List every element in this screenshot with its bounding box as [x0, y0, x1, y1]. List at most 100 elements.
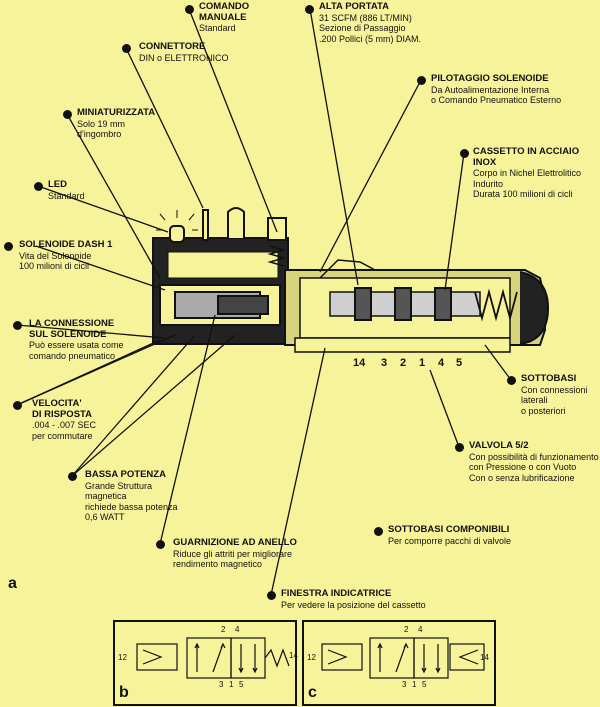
callout-text: comando pneumatico	[29, 350, 116, 361]
callout-title: MINIATURIZZATA	[77, 107, 156, 118]
callout-text: Per comporre pacchi di valvole	[388, 535, 512, 546]
port-label: 14	[353, 357, 366, 369]
schematic-port-label: 4	[418, 625, 423, 634]
callout-title: SUL SOLENOIDE	[29, 328, 107, 340]
callout-title: FINESTRA INDICATRICE	[281, 588, 392, 599]
leader-lines	[16, 8, 512, 596]
callout-text: 100 milioni di cicli	[19, 261, 90, 271]
figure-label-a: a	[8, 575, 17, 592]
figure-label-b: b	[119, 684, 129, 701]
dot-comando-manuale	[185, 5, 194, 14]
schematic-port-label: 12	[307, 653, 316, 662]
schematic-c-symbol	[321, 637, 485, 679]
callout-title: CONNETTORE	[139, 41, 206, 52]
dot-connessione	[13, 321, 22, 330]
callout-title: BASSA POTENZA	[85, 469, 166, 480]
callout-title: SOTTOBASI	[521, 373, 577, 384]
callout-text: Solo 19 mm	[77, 118, 126, 129]
callout-text: Per vedere la posizione del cassetto	[281, 599, 426, 610]
callout-title: LA CONNESSIONE	[29, 318, 115, 329]
callout-text: richiede bassa potenza	[85, 501, 178, 512]
schematic-port-label: 14	[480, 653, 489, 662]
callout-text: Indurito	[473, 178, 504, 189]
dot-cassetto	[460, 149, 469, 158]
dot-sottobasi	[507, 376, 516, 385]
callout-text: o posteriori	[521, 405, 566, 416]
callout-text: .004 - .007 SEC	[32, 420, 97, 430]
dot-pilotaggio	[417, 76, 426, 85]
callout-text: Da Autoalimentazione Interna	[431, 84, 550, 95]
callout-text: Corpo in Nichel Elettrolitico	[473, 168, 582, 178]
callout-text: Vita del Solenoide	[19, 250, 92, 261]
port-label: 5	[456, 357, 463, 369]
port-label: 1	[419, 357, 426, 369]
callout-text: Standard	[48, 190, 85, 201]
callout-text: 31 SCFM (886 LT/MIN)	[319, 12, 412, 23]
schematic-port-label: 3	[219, 680, 224, 689]
callout-text: Può essere usata come	[29, 340, 124, 350]
callout-title: MANUALE	[199, 11, 247, 23]
callout-text: Sezione di Passaggio	[319, 23, 406, 33]
schematic-port-label: 4	[235, 625, 240, 634]
schematic-b-port-14: 14	[289, 651, 298, 660]
dot-connettore	[122, 44, 131, 53]
dot-sottobasi-componibili	[374, 527, 383, 536]
callout-text: d'ingombro	[77, 129, 122, 139]
callout-text: con Pressione o con Vuoto	[469, 462, 577, 472]
schematic-port-label: 2	[404, 625, 409, 634]
schematic-port-label: 1	[412, 680, 417, 689]
schematic-port-label: 12	[118, 653, 127, 662]
callout-text: .200 Pollici (5 mm) DIAM.	[319, 33, 422, 44]
callout-text: Grande Struttura	[85, 480, 153, 491]
callout-title: ALTA PORTATA	[319, 1, 390, 12]
callout-text: per commutare	[32, 430, 93, 441]
schematic-port-label: 2	[221, 625, 226, 634]
callout-text: rendimento magnetico	[173, 559, 263, 569]
callout-title: LED	[48, 179, 67, 190]
dot-guarnizione	[156, 540, 165, 549]
dot-bassa-potenza	[68, 472, 77, 481]
callout-text: Con possibilità di funzionamento	[469, 451, 599, 462]
callout-text: Durata 100 milioni di cicli	[473, 189, 573, 199]
callout-title: VALVOLA 5/2	[469, 440, 529, 451]
callout-title: GUARNIZIONE AD ANELLO	[173, 537, 297, 548]
schematic-c: 12 14 2 4 3 1 5 c	[302, 620, 496, 706]
schematic-port-label: 5	[422, 680, 427, 689]
port-label: 3	[381, 357, 388, 369]
valve-body	[152, 207, 550, 353]
schematic-port-label: 1	[229, 680, 234, 689]
dot-led	[34, 182, 43, 191]
dot-velocita	[13, 401, 22, 410]
callout-text: 0,6 WATT	[85, 512, 125, 522]
callout-title: SOTTOBASI COMPONIBILI	[388, 524, 510, 535]
schematic-port-label: 5	[239, 680, 244, 689]
dot-solenoide	[4, 242, 13, 251]
callout-text: Con connessioni	[521, 384, 588, 395]
callout-title: CASSETTO IN ACCIAIO INOX	[473, 146, 580, 168]
dot-valvola	[455, 443, 464, 452]
callout-text: laterali	[521, 395, 548, 405]
schematic-b-symbol	[136, 637, 290, 679]
schematic-port-label: 3	[402, 680, 407, 689]
callout-text: Con o senza lubrificazione	[469, 472, 575, 483]
port-label: 4	[438, 357, 445, 369]
dot-alta-portata	[305, 5, 314, 14]
callout-text: o Comando Pneumatico Esterno	[431, 95, 562, 105]
callout-text: DIN o ELETTRONICO	[139, 52, 229, 63]
dot-miniaturizzata	[63, 110, 72, 119]
